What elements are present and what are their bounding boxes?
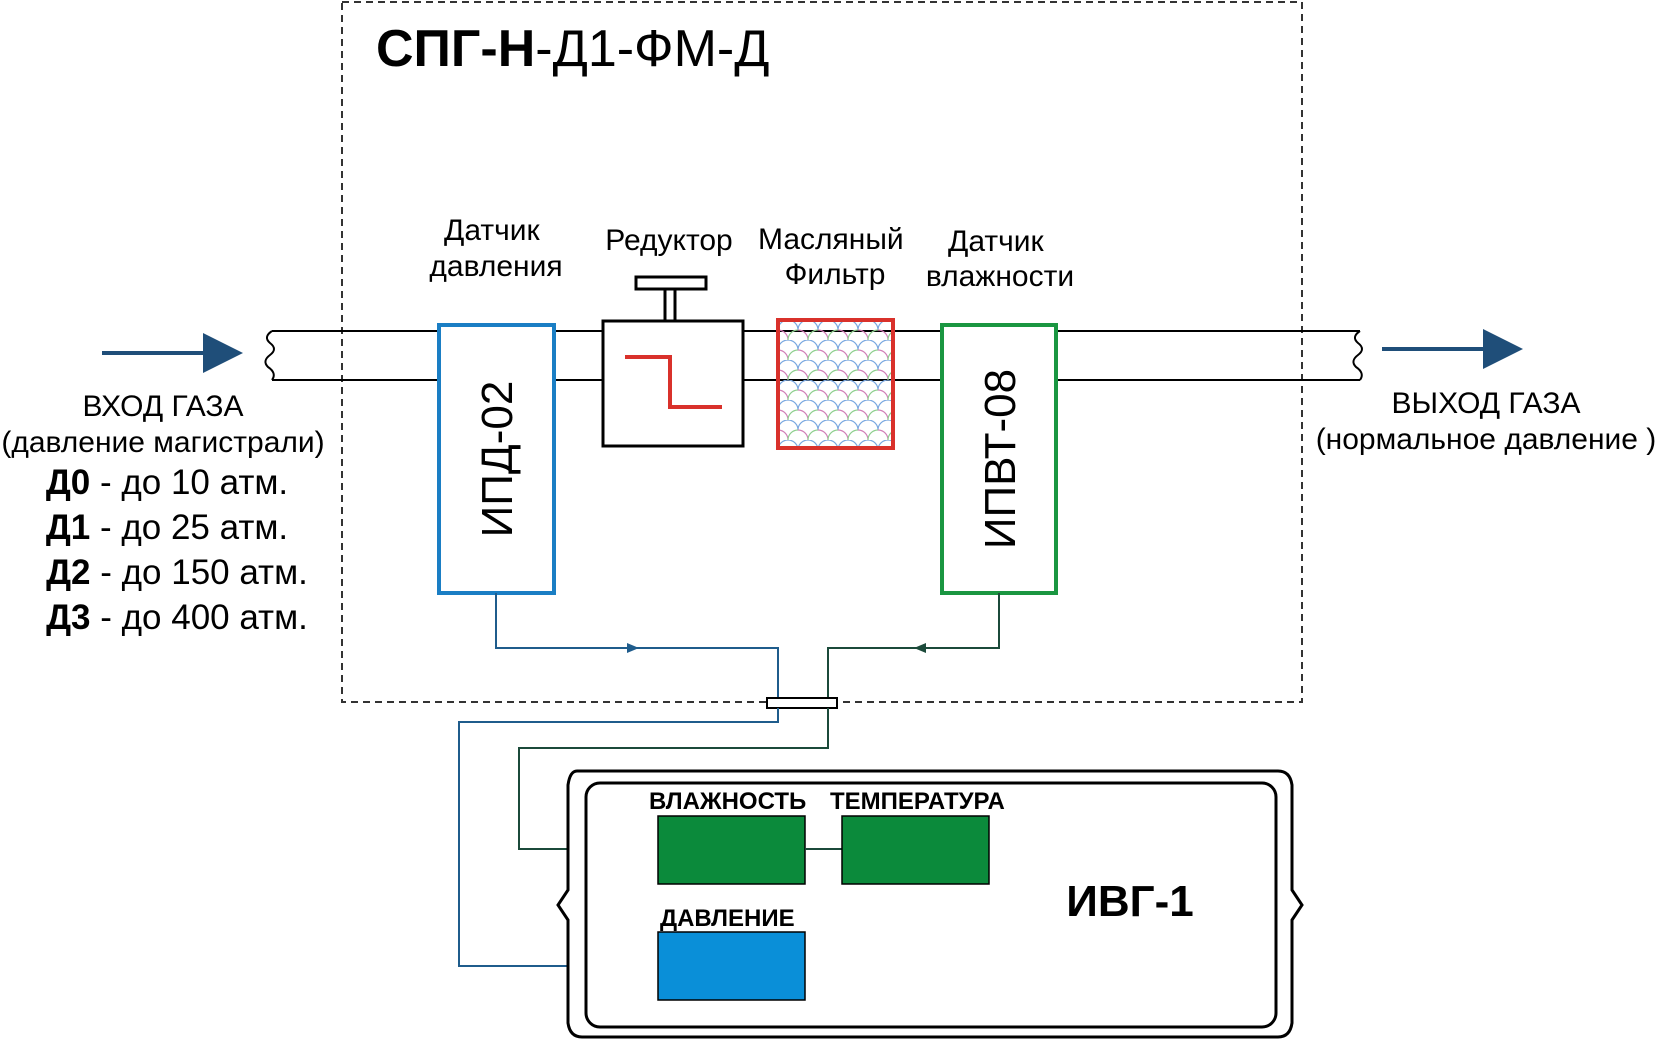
humidity-display-label: ВЛАЖНОСТЬ	[649, 788, 806, 815]
pressure-range-item: Д3 - до 400 атм.	[46, 598, 308, 637]
system-title-bold: СПГ-Н	[376, 20, 535, 78]
system-title: СПГ-Н-Д1-ФМ-Д	[376, 20, 769, 78]
reducer-label: Редуктор	[605, 224, 732, 257]
humidity-sensor-id: ИПВТ-08	[976, 369, 1025, 549]
humidity-sensor-box	[940, 323, 1058, 595]
humidity-signal-wire	[827, 593, 1000, 700]
device-name: ИВГ-1	[1066, 877, 1193, 926]
oil-filter-icon	[776, 318, 895, 450]
inlet-subtitle: (давление магистрали)	[1, 426, 324, 459]
temperature-display-label: ТЕМПЕРАТУРА	[830, 788, 1005, 815]
outlet-title: ВЫХОД ГАЗА	[1392, 387, 1581, 420]
pressure-sensor-box	[437, 323, 556, 595]
pressure-range-list: Д0 - до 10 атм. Д1 - до 25 атм. Д2 - до …	[46, 463, 308, 637]
system-title-rest: -Д1-ФМ-Д	[535, 20, 769, 78]
outlet-subtitle: (нормальное давление )	[1316, 423, 1657, 456]
pressure-display	[657, 931, 806, 1001]
reducer-icon	[601, 275, 745, 448]
humidity-cable	[518, 708, 829, 854]
oil-filter-label: Масляный Фильтр	[758, 223, 912, 291]
cable-connector	[766, 697, 838, 709]
humidity-sensor-label: Датчик влажности	[926, 225, 1074, 293]
humidity-display	[657, 815, 806, 885]
pressure-display-label: ДАВЛЕНИЕ	[660, 905, 795, 932]
pressure-sensor-label: Датчик давления	[429, 214, 562, 283]
pressure-range-item: Д1 - до 25 атм.	[46, 508, 288, 547]
pressure-cable	[458, 708, 779, 971]
pressure-sensor-id: ИПД-02	[473, 381, 522, 538]
inlet-title: ВХОД ГАЗА	[82, 390, 243, 423]
temperature-display	[841, 815, 990, 885]
pressure-range-item: Д2 - до 150 атм.	[46, 553, 308, 592]
pressure-signal-wire	[495, 593, 779, 700]
pressure-range-item: Д0 - до 10 атм.	[46, 463, 288, 502]
